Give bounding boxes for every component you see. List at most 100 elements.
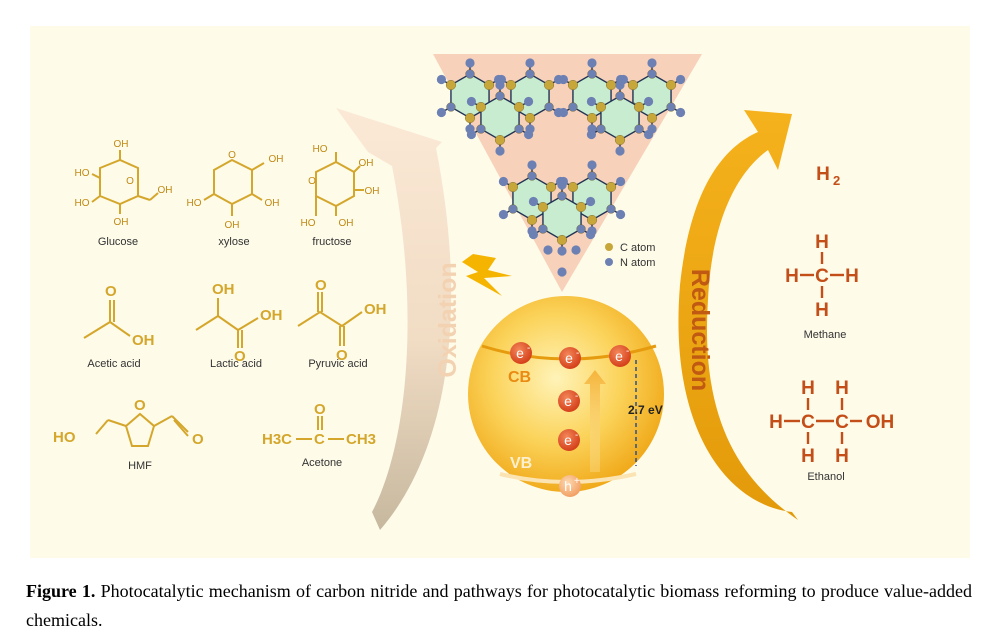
nitrogen-atom [615, 176, 626, 187]
nitrogen-atom [585, 196, 596, 207]
nitrogen-atom [498, 176, 509, 187]
svg-text:OH: OH [339, 218, 354, 229]
nitrogen-atom [634, 124, 644, 134]
n-atom-legend-icon [605, 258, 613, 266]
svg-text:OH: OH [114, 139, 129, 150]
svg-text:e: e [564, 393, 572, 409]
nitrogen-atom [514, 124, 524, 134]
carbon-atom [627, 79, 638, 90]
reduction-products: H 2 H H C H H Methane H H H C C OH [769, 164, 894, 483]
svg-text:CH3: CH3 [346, 431, 376, 448]
nitrogen-atom [675, 74, 686, 85]
fructose-structure: HO O OH OH OH HO [301, 144, 380, 229]
nitrogen-atom [465, 69, 475, 79]
hole-icon: h+ [559, 475, 581, 497]
carbon-atom [595, 101, 606, 112]
carbon-atom [606, 181, 617, 192]
nitrogen-atom [647, 58, 657, 68]
svg-text:O: O [105, 283, 117, 300]
nitrogen-atom [527, 171, 537, 181]
lightning-icon [462, 254, 512, 296]
carbon-atom [527, 214, 538, 225]
carbon-atom [567, 79, 578, 90]
nitrogen-atom [647, 69, 657, 79]
carbon-atom [587, 112, 598, 123]
caption-label: Figure 1. [26, 581, 96, 601]
nitrogen-atom [465, 58, 475, 68]
svg-text:H: H [815, 300, 829, 321]
svg-text:HO: HO [313, 144, 328, 155]
carbon-atom [525, 112, 536, 123]
nitrogen-atom [585, 229, 596, 240]
nitrogen-atom [587, 69, 597, 79]
oxidation-substrates: OH HO HO OH OH O Glucose O OH OH OH HO x… [53, 139, 387, 472]
nitrogen-atom [587, 58, 597, 68]
carbon-nitride-lattice [436, 58, 686, 277]
svg-text:-: - [575, 391, 578, 402]
carbon-atom [507, 181, 518, 192]
nitrogen-atom [528, 229, 539, 240]
xylose-label: xylose [218, 236, 249, 248]
nitrogen-atom [495, 146, 505, 156]
svg-text:OH: OH [359, 158, 374, 169]
svg-text:h: h [564, 478, 572, 494]
vb-label: VB [510, 455, 532, 472]
electron-icon: e- [510, 342, 532, 364]
svg-text:O: O [192, 431, 204, 448]
hmf-structure: HO O O [53, 397, 204, 448]
svg-text:O: O [308, 176, 316, 187]
glucose-structure: OH HO HO OH OH O [75, 139, 173, 228]
svg-text:C: C [835, 412, 849, 433]
carbon-atom [615, 134, 626, 145]
nitrogen-atom [557, 267, 567, 277]
svg-text:O: O [234, 348, 246, 365]
caption-text: Photocatalytic mechanism of carbon nitri… [26, 581, 972, 630]
nitrogen-atom [508, 204, 518, 214]
cb-label: CB [508, 369, 531, 386]
svg-text:OH: OH [114, 217, 129, 228]
svg-text:+: + [574, 476, 580, 487]
svg-text:H: H [835, 378, 849, 399]
nitrogen-atom [544, 102, 554, 112]
oxidation-label: Oxidation [434, 262, 462, 377]
nitrogen-atom [495, 80, 505, 90]
svg-text:-: - [576, 348, 579, 359]
nitrogen-atom [527, 160, 537, 170]
nitrogen-atom [525, 69, 535, 79]
nitrogen-atom [557, 246, 567, 256]
svg-text:e: e [565, 350, 573, 366]
lactic-acid-structure: OH OH O [195, 281, 283, 365]
figure-caption: Figure 1. Photocatalytic mechanism of ca… [26, 577, 972, 635]
nitrogen-atom [666, 102, 676, 112]
h2-structure: H 2 [816, 164, 840, 188]
svg-text:H: H [785, 266, 799, 287]
svg-text:OH: OH [866, 412, 895, 433]
nitrogen-atom [615, 91, 625, 101]
svg-text:HO: HO [187, 198, 202, 209]
svg-text:H: H [801, 378, 815, 399]
nitrogen-atom [466, 129, 477, 140]
nitrogen-atom [675, 107, 686, 118]
svg-text:HO: HO [301, 218, 316, 229]
nitrogen-atom [523, 96, 534, 107]
ethanol-structure: H H H C C OH H H [769, 378, 894, 467]
nitrogen-atom [498, 209, 509, 220]
carbon-atom [546, 181, 557, 192]
svg-text:OH: OH [158, 185, 173, 196]
acetone-label: Acetone [302, 457, 342, 469]
svg-text:H: H [835, 446, 849, 467]
svg-text:OH: OH [212, 281, 235, 298]
carbon-atom [514, 101, 525, 112]
svg-text:-: - [527, 343, 530, 354]
hmf-label: HMF [128, 460, 152, 472]
carbon-atom [505, 79, 516, 90]
svg-text:OH: OH [364, 301, 387, 318]
svg-text:OH: OH [225, 220, 240, 231]
electron-icon: e- [558, 429, 580, 451]
svg-text:C: C [314, 431, 325, 448]
nitrogen-atom [436, 74, 447, 85]
svg-text:-: - [626, 346, 629, 357]
lactic-acid-label: Lactic acid [210, 358, 262, 370]
svg-text:O: O [126, 176, 134, 187]
svg-text:e: e [516, 345, 524, 361]
